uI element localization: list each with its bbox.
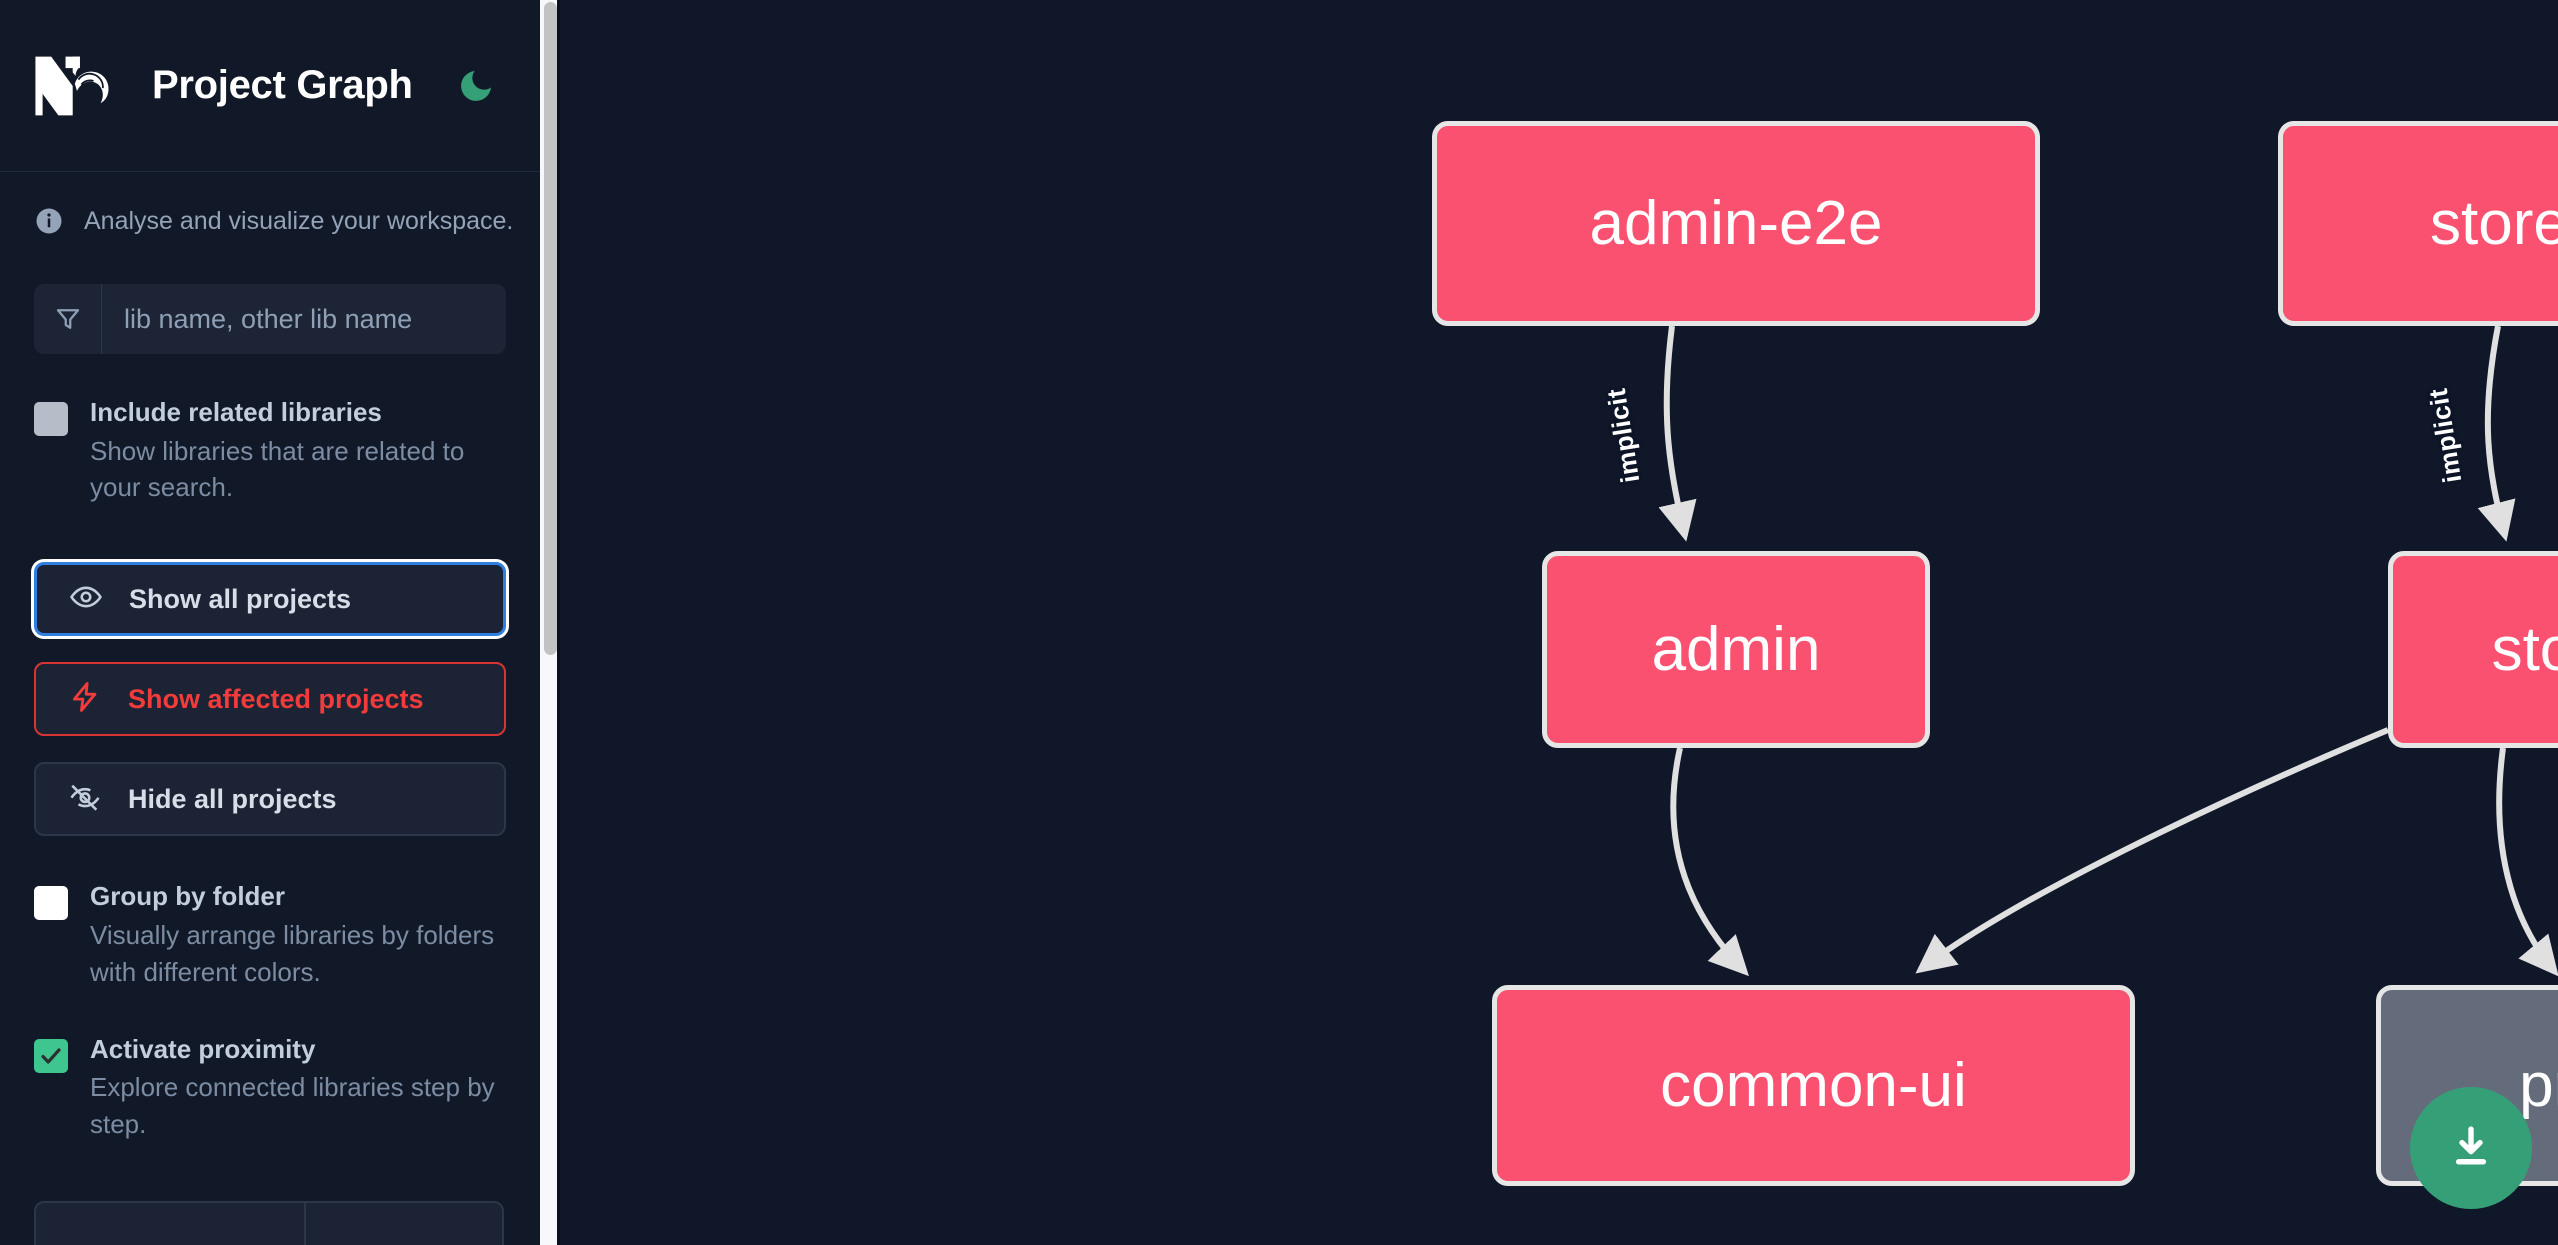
- option-label-include-related-libraries: Include related libraries: [90, 397, 382, 427]
- eye-icon: [69, 580, 103, 619]
- search-input[interactable]: [102, 284, 506, 354]
- option-description-include-related-libraries: Show libraries that are related to your …: [90, 435, 465, 503]
- node-label: store-e2e: [2430, 188, 2558, 258]
- download-icon: [2444, 1119, 2498, 1178]
- edge-store-to-common-ui: [1915, 727, 2390, 974]
- info-icon: [34, 206, 64, 236]
- sidebar-header: Project Graph: [0, 0, 540, 172]
- hide-all-projects-button[interactable]: Hide all projects: [34, 762, 506, 837]
- tagline-text: Analyse and visualize your workspace.: [84, 206, 514, 235]
- graph-canvas[interactable]: admin-e2e store-e2e admin store common-u…: [560, 0, 2558, 1245]
- show-affected-projects-label: Show affected projects: [128, 683, 424, 714]
- node-label: store: [2491, 614, 2558, 684]
- option-description-activate-proximity: Explore connected libraries step by step…: [90, 1072, 495, 1140]
- filter-icon: [34, 284, 102, 354]
- sidebar-scrollbar-thumb[interactable]: [544, 2, 557, 655]
- moon-icon[interactable]: [453, 63, 499, 109]
- sidebar: Project Graph Analyse and visualize yo: [0, 0, 560, 1245]
- checkbox-activate-proximity[interactable]: [34, 1038, 68, 1073]
- node-label: products: [2519, 1050, 2558, 1120]
- option-activate-proximity[interactable]: Activate proximity Explore connected lib…: [0, 1033, 540, 1143]
- graph-node-store-e2e[interactable]: store-e2e: [2278, 121, 2558, 326]
- page-title: Project Graph: [152, 63, 413, 107]
- edge-admin-to-common-ui: [1670, 747, 1749, 977]
- show-affected-projects-button[interactable]: Show affected projects: [34, 662, 506, 737]
- option-include-related-libraries[interactable]: Include related libraries Show libraries…: [0, 396, 540, 506]
- sidebar-scrollbar-track[interactable]: [540, 0, 560, 1245]
- nx-logo-icon: [34, 55, 120, 117]
- graph-node-store[interactable]: store: [2388, 551, 2558, 748]
- graph-node-admin[interactable]: admin: [1542, 551, 1930, 748]
- download-graph-button[interactable]: [2410, 1087, 2532, 1209]
- search-field[interactable]: [34, 284, 506, 354]
- graph-node-common-ui[interactable]: common-ui: [1492, 985, 2135, 1186]
- show-all-projects-button[interactable]: Show all projects: [34, 562, 506, 637]
- sidebar-divider: [557, 0, 560, 1245]
- show-all-projects-label: Show all projects: [129, 583, 352, 614]
- divider: [304, 1203, 306, 1245]
- lightning-bolt-icon: [68, 680, 102, 719]
- workspace-tagline: Analyse and visualize your workspace.: [0, 172, 540, 236]
- edge-admin-e2e-to-admin: [1658, 325, 1697, 542]
- graph-node-admin-e2e[interactable]: admin-e2e: [1432, 121, 2040, 326]
- checkbox-group-by-folder[interactable]: [34, 886, 68, 921]
- sidebar-scroll-content: Project Graph Analyse and visualize yo: [0, 0, 540, 1245]
- edge-store-to-products: [2496, 747, 2558, 977]
- option-label-group-by-folder: Group by folder: [90, 881, 285, 912]
- node-label: admin-e2e: [1589, 188, 1883, 258]
- node-label: common-ui: [1660, 1050, 1967, 1120]
- node-label: admin: [1651, 614, 1821, 684]
- checkbox-include-related-libraries[interactable]: [34, 402, 68, 436]
- eye-off-icon: [68, 780, 102, 819]
- sidebar-bottom-partial-control[interactable]: [34, 1201, 504, 1245]
- option-group-by-folder[interactable]: Group by folder Visually arrange librari…: [0, 880, 540, 990]
- edge-store-e2e-to-store: [2477, 325, 2516, 542]
- hide-all-projects-label: Hide all projects: [128, 783, 337, 814]
- option-description-group-by-folder: Visually arrange libraries by folders wi…: [90, 919, 495, 987]
- option-label-activate-proximity: Activate proximity: [90, 1033, 316, 1064]
- graph-edges: [1658, 325, 2558, 977]
